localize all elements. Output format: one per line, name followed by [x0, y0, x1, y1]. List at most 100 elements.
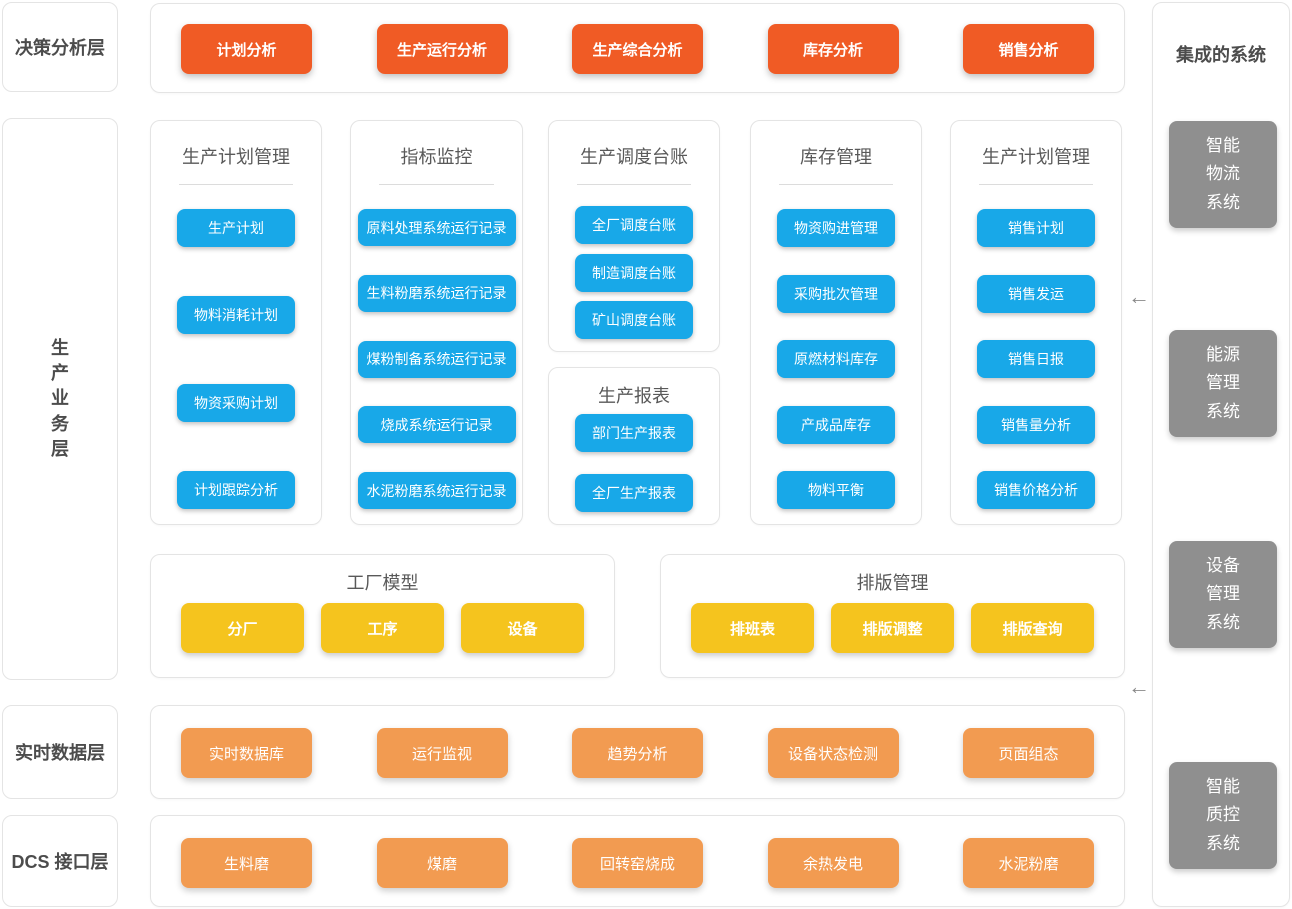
realtime-module-button[interactable]: 运行监视 — [376, 728, 508, 778]
module-button[interactable]: 部门生产报表 — [575, 414, 693, 452]
business-panel-3: 生产报表部门生产报表全厂生产报表 — [548, 367, 720, 525]
dcs-module-button[interactable]: 水泥粉磨 — [963, 838, 1094, 888]
integrated-system-box[interactable]: 智能质控系统 — [1169, 762, 1277, 869]
decision-button-row: 计划分析 生产运行分析 生产综合分析 库存分析 销售分析 — [151, 24, 1124, 74]
model-button[interactable]: 设备 — [461, 603, 584, 653]
module-button[interactable]: 全厂调度台账 — [575, 206, 693, 244]
business-panel-1: 指标监控原料处理系统运行记录生料粉磨系统运行记录煤粉制备系统运行记录烧成系统运行… — [350, 120, 523, 525]
model-panel-0: 工厂模型分厂工序设备 — [150, 554, 615, 678]
integrated-system-label: 能源管理系统 — [1206, 345, 1240, 421]
realtime-module-button[interactable]: 趋势分析 — [572, 728, 703, 778]
business-panel-5: 生产计划管理销售计划销售发运销售日报销售量分析销售价格分析 — [950, 120, 1122, 525]
dcs-button-row: 生料磨 煤磨 回转窑烧成 余热发电 水泥粉磨 — [151, 838, 1124, 888]
dcs-module-button[interactable]: 回转窑烧成 — [572, 838, 703, 888]
decision-layer-panel: 计划分析 生产运行分析 生产综合分析 库存分析 销售分析 — [150, 3, 1125, 93]
model-button-row: 排班表排版调整排版查询 — [661, 603, 1124, 653]
panel-divider — [179, 184, 293, 185]
decision-analysis-button[interactable]: 生产综合分析 — [572, 24, 703, 74]
realtime-button-row: 实时数据库 运行监视 趋势分析 设备状态检测 页面组态 — [151, 728, 1124, 778]
business-panel-0: 生产计划管理生产计划物料消耗计划物资采购计划计划跟踪分析 — [150, 120, 322, 525]
layer-label-text: 实时数据层 — [15, 743, 105, 763]
layer-label-text: DCS 接口层 — [11, 852, 109, 872]
module-button[interactable]: 制造调度台账 — [575, 253, 693, 292]
realtime-module-button[interactable]: 页面组态 — [963, 728, 1094, 778]
module-button[interactable]: 矿山调度台账 — [575, 301, 693, 339]
integrated-system-box[interactable]: 能源管理系统 — [1169, 330, 1277, 437]
model-button[interactable]: 排版调整 — [831, 603, 954, 653]
realtime-module-button[interactable]: 设备状态检测 — [767, 728, 899, 778]
decision-analysis-button[interactable]: 生产运行分析 — [376, 24, 508, 74]
layer-label-realtime: 实时数据层 — [2, 705, 118, 799]
module-button[interactable]: 销售发运 — [977, 274, 1095, 313]
panel-title: 生产计划管理 — [982, 147, 1090, 167]
panel-title: 指标监控 — [400, 147, 473, 167]
layer-label-dcs: DCS 接口层 — [2, 815, 118, 907]
realtime-layer-panel: 实时数据库 运行监视 趋势分析 设备状态检测 页面组态 — [150, 705, 1125, 799]
panel-body: 部门生产报表全厂生产报表 — [549, 414, 719, 512]
business-panel-4: 库存管理物资购进管理采购批次管理原燃材料库存产成品库存物料平衡 — [750, 120, 922, 525]
panel-title: 工厂模型 — [346, 573, 419, 593]
panel-body: 全厂调度台账制造调度台账矿山调度台账 — [549, 206, 719, 339]
layer-label-text: 决策分析层 — [15, 38, 105, 58]
module-button[interactable]: 全厂生产报表 — [575, 474, 693, 512]
module-button[interactable]: 生产计划 — [177, 209, 295, 247]
left-arrow-icon: ← — [1128, 674, 1150, 699]
module-button[interactable]: 计划跟踪分析 — [177, 470, 295, 509]
module-button[interactable]: 销售价格分析 — [977, 471, 1095, 509]
model-button-row: 分厂工序设备 — [151, 603, 614, 653]
module-button[interactable]: 物资采购计划 — [177, 383, 295, 422]
module-button[interactable]: 物料平衡 — [777, 471, 895, 509]
module-button[interactable]: 煤粉制备系统运行记录 — [357, 340, 516, 378]
decision-analysis-button[interactable]: 库存分析 — [767, 24, 899, 74]
panel-title: 库存管理 — [800, 147, 872, 167]
module-button[interactable]: 销售日报 — [977, 340, 1095, 378]
model-button[interactable]: 分厂 — [181, 603, 304, 653]
dcs-module-button[interactable]: 煤磨 — [376, 838, 508, 888]
module-button[interactable]: 销售计划 — [977, 209, 1095, 247]
layer-label-text: 生产业务层 — [51, 338, 69, 459]
left-arrow-icon: ← — [1128, 284, 1150, 309]
integrated-system-label: 设备管理系统 — [1206, 556, 1240, 632]
module-button[interactable]: 原料处理系统运行记录 — [357, 209, 516, 246]
panel-title: 排版管理 — [856, 573, 929, 593]
module-button[interactable]: 物料消耗计划 — [177, 296, 295, 335]
panel-body: 销售计划销售发运销售日报销售量分析销售价格分析 — [951, 209, 1121, 509]
integrated-systems-panel: 集成的系统 智能物流系统能源管理系统设备管理系统智能质控系统 — [1152, 2, 1290, 907]
sidebar-title: 集成的系统 — [1176, 45, 1266, 65]
layer-label-business: 生产业务层 — [2, 118, 118, 680]
dcs-layer-panel: 生料磨 煤磨 回转窑烧成 余热发电 水泥粉磨 — [150, 815, 1125, 907]
panel-body: 生产计划物料消耗计划物资采购计划计划跟踪分析 — [151, 209, 321, 509]
decision-analysis-button[interactable]: 计划分析 — [181, 24, 312, 74]
model-button[interactable]: 排版查询 — [971, 603, 1094, 653]
panel-divider — [779, 184, 893, 185]
module-button[interactable]: 采购批次管理 — [777, 274, 895, 313]
dcs-module-button[interactable]: 余热发电 — [767, 838, 899, 888]
module-button[interactable]: 原燃材料库存 — [777, 340, 895, 378]
module-button[interactable]: 烧成系统运行记录 — [357, 406, 516, 444]
realtime-module-button[interactable]: 实时数据库 — [181, 728, 312, 778]
module-button[interactable]: 水泥粉磨系统运行记录 — [357, 472, 516, 509]
panel-divider — [979, 184, 1093, 185]
model-button[interactable]: 工序 — [321, 603, 444, 653]
module-button[interactable]: 生料粉磨系统运行记录 — [357, 274, 516, 312]
panel-title: 生产报表 — [598, 386, 670, 406]
panel-divider — [577, 184, 691, 185]
decision-analysis-button[interactable]: 销售分析 — [963, 24, 1094, 74]
module-button[interactable]: 物资购进管理 — [777, 209, 895, 247]
panel-body: 物资购进管理采购批次管理原燃材料库存产成品库存物料平衡 — [751, 209, 921, 509]
model-button[interactable]: 排班表 — [691, 603, 814, 653]
integrated-system-box[interactable]: 智能物流系统 — [1169, 121, 1277, 228]
module-button[interactable]: 产成品库存 — [777, 405, 895, 444]
business-panel-2: 生产调度台账全厂调度台账制造调度台账矿山调度台账 — [548, 120, 720, 352]
panel-body: 原料处理系统运行记录生料粉磨系统运行记录煤粉制备系统运行记录烧成系统运行记录水泥… — [351, 209, 522, 509]
dcs-module-button[interactable]: 生料磨 — [181, 838, 312, 888]
layer-label-decision: 决策分析层 — [2, 2, 118, 92]
module-button[interactable]: 销售量分析 — [977, 405, 1095, 444]
model-panel-1: 排版管理排班表排版调整排版查询 — [660, 554, 1125, 678]
integrated-system-label: 智能物流系统 — [1206, 136, 1240, 212]
panel-title: 生产调度台账 — [580, 147, 688, 167]
panel-divider — [379, 184, 494, 185]
integrated-system-box[interactable]: 设备管理系统 — [1169, 541, 1277, 648]
integrated-system-label: 智能质控系统 — [1206, 777, 1240, 853]
